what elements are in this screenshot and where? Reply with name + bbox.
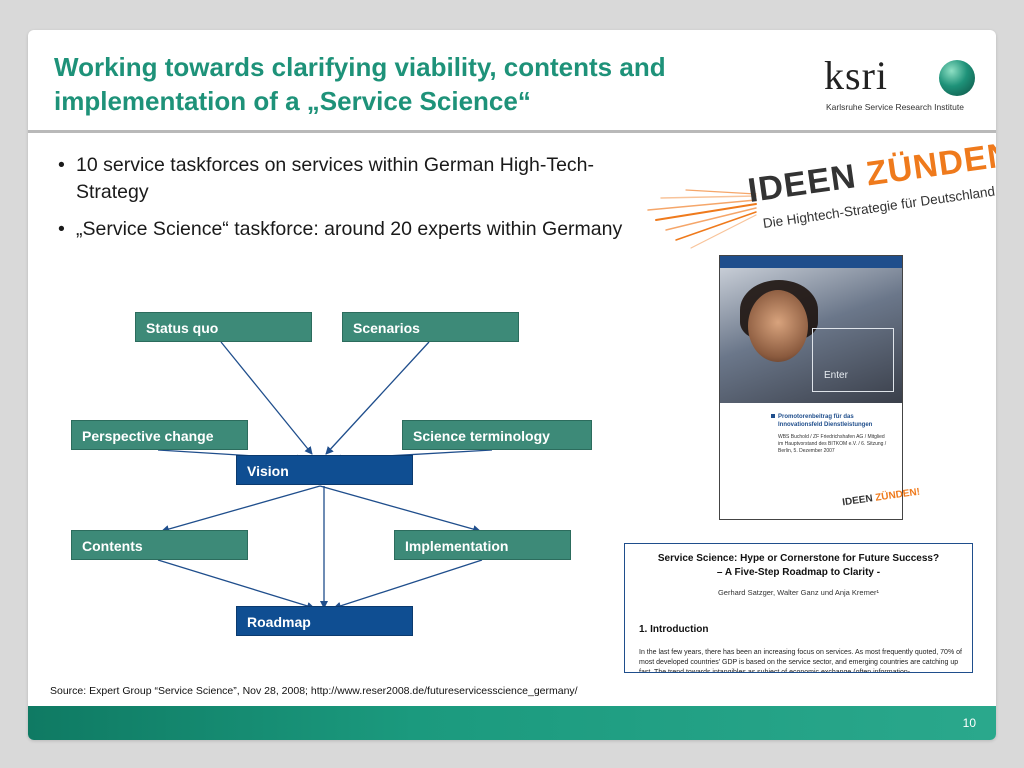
box-implementation: Implementation — [394, 530, 571, 560]
arrow-scenarios-to-vision — [325, 341, 430, 455]
paper-title: Service Science: Hype or Cornerstone for… — [625, 552, 972, 580]
ksri-logo: ksri Karlsruhe Service Research Institut… — [824, 56, 984, 118]
paper-title-line-2: – A Five-Step Roadmap to Clarity - — [716, 567, 881, 578]
paper-authors: Gerhard Satzger, Walter Ganz und Anja Kr… — [717, 588, 880, 597]
arrow-contents-to-roadmap — [157, 559, 315, 610]
brochure-photo-face — [748, 290, 808, 362]
paper-body-text: In the last few years, there has been an… — [639, 649, 962, 673]
box-roadmap: Roadmap — [236, 606, 413, 636]
box-contents: Contents — [71, 530, 248, 560]
roadmap-diagram: Status quo Scenarios Perspective change … — [68, 308, 598, 640]
brochure-ideen-logo: IDEEN ZÜNDEN! — [842, 487, 921, 509]
page-number: 10 — [962, 716, 976, 730]
slide-title: Working towards clarifying viability, co… — [54, 50, 774, 118]
arrow-vision-to-implementation — [319, 485, 481, 533]
ideen-zuenden-logo: IDEEN ZÜNDEN! Die Hightech-Strategie für… — [646, 134, 996, 250]
paper-excerpt: Service Science: Hype or Cornerstone for… — [624, 543, 973, 673]
box-scenarios: Scenarios — [342, 312, 519, 342]
ksri-logo-word: ksri — [824, 53, 888, 98]
paper-title-line-1: Service Science: Hype or Cornerstone for… — [657, 553, 940, 564]
source-citation: Source: Expert Group “Service Science”, … — [50, 685, 578, 697]
arrow-vision-to-contents — [161, 485, 321, 533]
slide-title-line-1: Working towards clarifying viability, co… — [54, 52, 666, 82]
brochure-photo: Enter — [720, 268, 902, 403]
bullet-item: 10 service taskforces on services within… — [58, 152, 638, 206]
brochure-enter-label: Enter — [824, 370, 848, 381]
header-divider — [28, 130, 996, 133]
brochure-logo-word-1: IDEEN — [841, 492, 877, 509]
footer-bar: 10 — [28, 706, 996, 740]
bullet-list: 10 service taskforces on services within… — [58, 152, 638, 253]
bullet-item: „Service Science“ taskforce: around 20 e… — [58, 216, 638, 243]
brochure-heading: Promotorenbeitrag für das Innovationsfel… — [771, 413, 888, 429]
brochure-thumbnail: Enter Promotorenbeitrag für das Innovati… — [719, 255, 921, 520]
paper-section-heading: 1. Introduction — [639, 624, 709, 635]
brochure-text: WBS Buchold / ZF Friedrichshafen AG / Mi… — [778, 434, 887, 454]
ksri-logo-ball-icon — [939, 60, 975, 96]
arrow-implementation-to-roadmap — [333, 559, 483, 610]
brochure-logo-word-2: ZÜNDEN! — [874, 486, 921, 504]
box-vision: Vision — [236, 455, 413, 485]
arrow-status-to-vision — [220, 341, 313, 455]
brochure-top-bar — [720, 256, 902, 268]
slide-title-line-2: implementation of a „Service Science“ — [54, 86, 531, 116]
ideen-rays-icon — [647, 189, 757, 249]
ksri-logo-subtitle: Karlsruhe Service Research Institute — [826, 102, 964, 112]
box-science-terminology: Science terminology — [402, 420, 592, 450]
slide: Working towards clarifying viability, co… — [28, 30, 996, 740]
zuenden-word: ZÜNDEN! — [863, 133, 996, 194]
box-status-quo: Status quo — [135, 312, 312, 342]
box-perspective-change: Perspective change — [71, 420, 248, 450]
brochure-photo-frame — [812, 328, 894, 392]
